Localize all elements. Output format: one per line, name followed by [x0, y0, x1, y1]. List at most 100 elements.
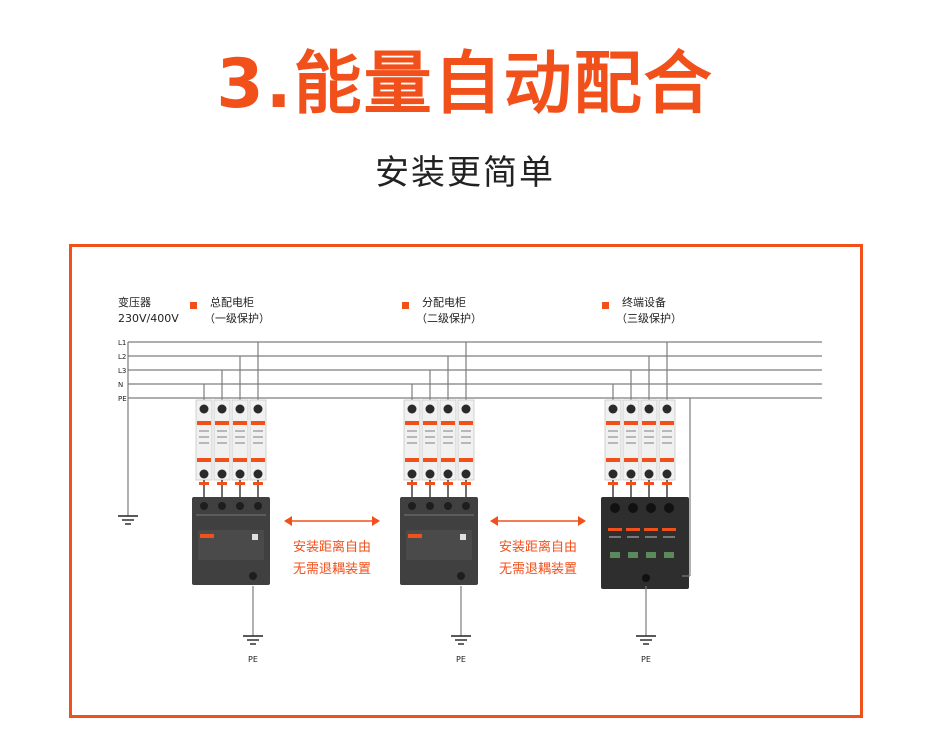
stage-1-breaker-terminal-bottom	[199, 469, 209, 479]
stage-2-spd-terminal	[444, 502, 452, 510]
stage-3-breaker-stripe-low	[660, 458, 674, 462]
stage-2-spd-terminal	[426, 502, 434, 510]
stage-3-breaker-terminal-top	[644, 404, 654, 414]
stage-2-breaker-mark-3	[425, 442, 435, 444]
stage-1-breaker-terminal-top	[235, 404, 245, 414]
stage-2-breaker-pole-4	[457, 399, 475, 481]
stage-1-breaker-mark-1	[217, 430, 227, 432]
stage-2-breaker-mark-2	[407, 436, 417, 438]
bus-label-l3: L3	[118, 367, 126, 375]
stage-2-breaker-mark-2	[443, 436, 453, 438]
stage-3-spd-module-stripe	[626, 528, 640, 531]
stage-1-breaker-stripe	[215, 421, 229, 425]
stage-3-breaker-pole-2	[622, 399, 640, 481]
stage-3-breaker-mark-2	[662, 436, 672, 438]
stage-2-ground-icon	[451, 635, 471, 645]
stage-1-breaker-terminal-bottom	[253, 469, 263, 479]
stage-2-level: （二级保护）	[416, 311, 482, 325]
stage-3-breaker-pole-3	[640, 399, 658, 481]
diagram-frame	[69, 244, 863, 718]
stage-1-ground-icon	[243, 635, 263, 645]
stage-3-breaker-terminal-top	[662, 404, 672, 414]
stage-2-link-tag-4	[461, 482, 471, 485]
stage-1-spd-terminal	[200, 502, 208, 510]
stage-2-breaker-mark-2	[425, 436, 435, 438]
stage-3-breaker-mark-2	[608, 436, 618, 438]
stage-3-ground-label: PE	[641, 655, 651, 664]
spacing-note-2-arrow-right-icon	[578, 516, 586, 526]
stage-1-breaker-mark-2	[235, 436, 245, 438]
stage-3-spd-module-mark	[645, 536, 657, 538]
stage-2-breaker-terminal-bottom	[425, 469, 435, 479]
stage-3-spd-module-window	[664, 552, 674, 558]
stage-3-spd-module-mark	[627, 536, 639, 538]
stage-2-breaker-terminal-bottom	[407, 469, 417, 479]
stage-1-breaker-mark-1	[235, 430, 245, 432]
stage-3-spd-module-mark	[609, 536, 621, 538]
stage-1-breaker-mark-3	[217, 442, 227, 444]
stage-1-level: （一级保护）	[204, 311, 270, 325]
stage-2-breaker-mark-3	[407, 442, 417, 444]
stage-1-marker	[190, 302, 197, 309]
stage-3-breaker-pole-1	[604, 399, 622, 481]
stage-3-breaker-terminal-bottom	[608, 469, 618, 479]
stage-3-spd-module-stripe	[644, 528, 658, 531]
stage-3-breaker-mark-1	[626, 430, 636, 432]
stage-1-spd-brand-mark	[200, 534, 214, 538]
stage-1-breaker-terminal-bottom	[217, 469, 227, 479]
stage-2-breaker-mark-1	[425, 430, 435, 432]
stage-1-spd-groove	[196, 514, 266, 516]
stage-3-ground-icon	[636, 635, 656, 645]
stage-2-spd-brand-mark	[408, 534, 422, 538]
stage-3-breaker-stripe-low	[642, 458, 656, 462]
spacing-note-1-arrow-right-icon	[372, 516, 380, 526]
stage-1-breaker-mark-3	[199, 442, 209, 444]
stage-1-link-tag-3	[235, 482, 245, 485]
stage-1-breaker-mark-2	[217, 436, 227, 438]
stage-1-spd-indicator	[252, 534, 258, 540]
stage-2-breaker-terminal-bottom	[443, 469, 453, 479]
stage-2-breaker-mark-3	[443, 442, 453, 444]
stage-1-name: 总配电柜	[210, 295, 254, 309]
stage-3-breaker-mark-3	[626, 442, 636, 444]
stage-3-spd-pe-terminal	[642, 574, 650, 582]
stage-2-breaker-stripe-low	[459, 458, 473, 462]
spacing-note-1-line-2: 无需退耦装置	[293, 562, 371, 577]
stage-1-breaker-mark-2	[253, 436, 263, 438]
stage-2-breaker-pole-3	[439, 399, 457, 481]
page-subtitle: 安装更简单	[375, 153, 555, 193]
stage-1-breaker-terminal-top	[253, 404, 263, 414]
stage-1-spd-terminal	[236, 502, 244, 510]
stage-2-spd-groove	[404, 514, 474, 516]
stage-2-ground-label: PE	[456, 655, 466, 664]
source-voltage: 230V/400V	[118, 312, 179, 325]
stage-2-breaker-mark-1	[461, 430, 471, 432]
stage-2-breaker-stripe	[423, 421, 437, 425]
stage-2-breaker-mark-2	[461, 436, 471, 438]
stage-3-breaker-mark-1	[608, 430, 618, 432]
bus-label-pe: PE	[118, 395, 127, 403]
stage-2-spd-terminal	[462, 502, 470, 510]
stage-3-breaker-stripe	[606, 421, 620, 425]
stage-1-breaker-stripe-low	[197, 458, 211, 462]
stage-1-spd-terminal	[254, 502, 262, 510]
stage-2-spd-pe-terminal	[457, 572, 465, 580]
stage-1-breaker-mark-3	[253, 442, 263, 444]
stage-1-spd-pe-terminal	[249, 572, 257, 580]
stage-3-breaker-mark-1	[644, 430, 654, 432]
stage-2-name: 分配电柜	[422, 296, 466, 309]
stage-2-breaker-terminal-top	[425, 404, 435, 414]
stage-1-ground-label: PE	[248, 655, 258, 664]
stage-3-spd-body	[601, 497, 689, 589]
stage-2-spd-indicator	[460, 534, 466, 540]
stage-3-breaker-stripe	[642, 421, 656, 425]
stage-1-breaker-pole-1	[195, 399, 213, 481]
stage-1-link-tag-1	[199, 482, 209, 485]
stage-3-spd-module-stripe	[662, 528, 676, 531]
stage-2-breaker-stripe-low	[441, 458, 455, 462]
spacing-note-1-arrow-left-icon	[284, 516, 292, 526]
page-title: 3.能量自动配合	[216, 45, 714, 124]
stage-1-breaker-stripe-low	[233, 458, 247, 462]
stage-1-breaker-mark-1	[199, 430, 209, 432]
stage-1-breaker-mark-2	[199, 436, 209, 438]
